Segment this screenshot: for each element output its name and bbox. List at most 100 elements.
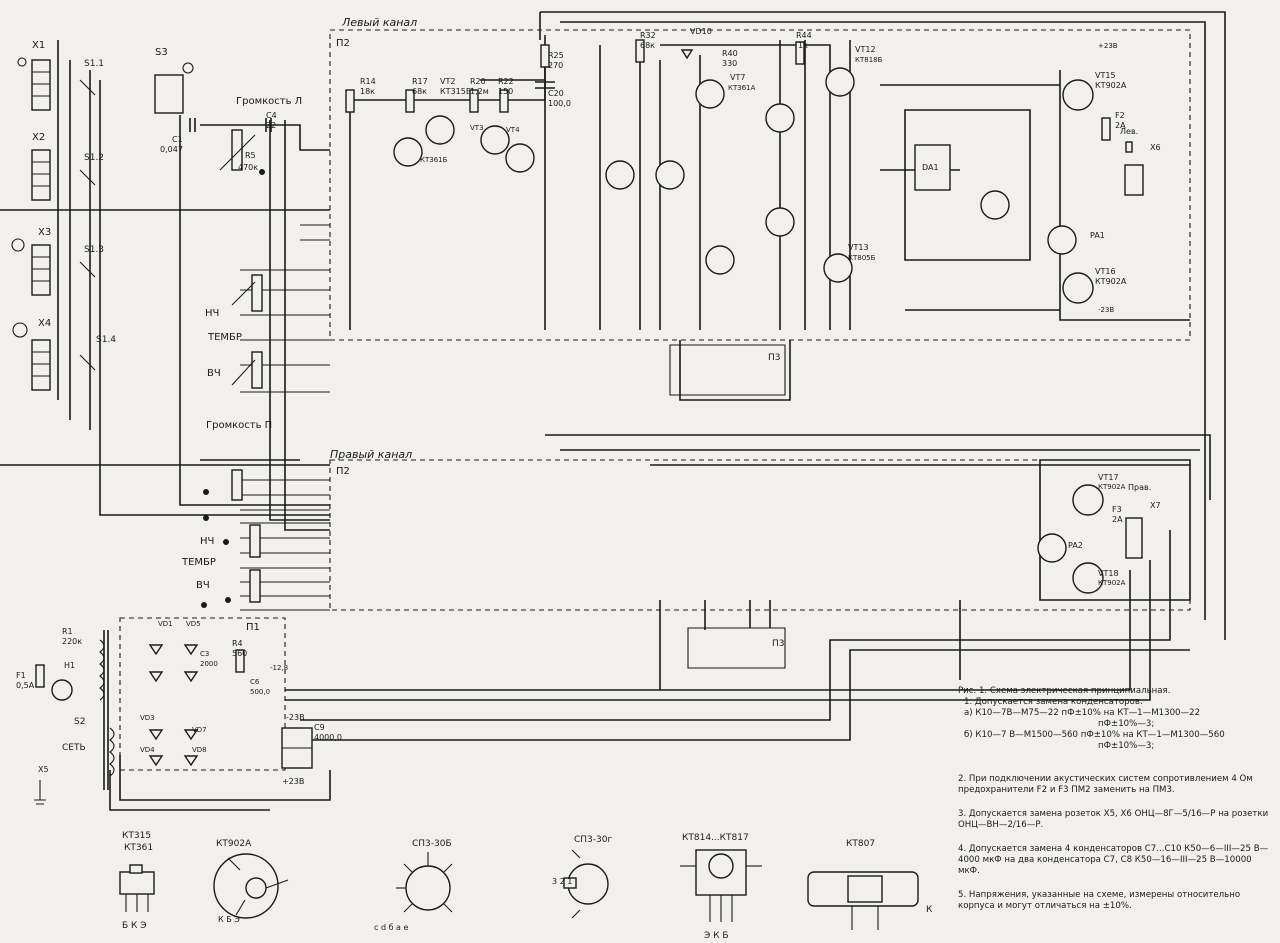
svg-text:VT18: VT18 (1098, 569, 1119, 578)
svg-text:КТ315Б: КТ315Б (440, 87, 471, 96)
svg-text:VD4: VD4 (140, 746, 155, 754)
svg-text:КТ361А: КТ361А (728, 84, 756, 92)
svg-text:КТ315: КТ315 (122, 831, 151, 841)
svg-text:VD5: VD5 (186, 620, 201, 628)
right-output-label: Прав. (1128, 483, 1151, 492)
svg-text:H1: H1 (64, 661, 75, 670)
connector-x1: X1 (17, 40, 51, 111)
svg-text:500,0: 500,0 (250, 688, 270, 696)
svg-text:22: 22 (266, 121, 276, 130)
power-supply: F1 0,5А R1 220к H1 VD1 VD5 VD3 VD7 VD4 V… (16, 620, 342, 805)
svg-text:КТ361Б: КТ361Б (420, 156, 448, 164)
left-output-label: Лев. (1120, 127, 1138, 136)
svg-text:PA2: PA2 (1068, 541, 1083, 550)
svg-text:СП3-30Б: СП3-30Б (412, 839, 452, 849)
svg-text:VD3: VD3 (140, 714, 155, 722)
svg-text:DA1: DA1 (922, 163, 939, 172)
svg-text:с d б a e: с d б a e (374, 923, 408, 932)
svg-text:R22: R22 (498, 77, 514, 86)
svg-text:КТ361: КТ361 (124, 843, 153, 853)
note-4: 4. Допускается замена 4 конденсаторов С7… (958, 844, 1269, 876)
svg-text:X7: X7 (1150, 501, 1161, 510)
pinout-kt814: КТ814...КТ817 Э К Б (680, 833, 762, 941)
svg-text:VT4: VT4 (506, 126, 520, 134)
svg-text:100,0: 100,0 (548, 99, 571, 108)
lf-bottom-label: НЧ (200, 536, 214, 547)
svg-text:X1: X1 (32, 40, 45, 51)
svg-text:1к: 1к (798, 41, 808, 50)
note-3: 3. Допускается замена розеток X5, X6 ОНЦ… (958, 809, 1269, 830)
connector-x4: X4 (12, 318, 51, 391)
svg-text:470к: 470к (238, 163, 258, 172)
board-p3-bottom: П3 (772, 639, 785, 649)
svg-text:R32: R32 (640, 31, 656, 40)
switch-s1-4-label: S1.4 (96, 335, 116, 345)
svg-text:+23В: +23В (282, 777, 304, 786)
svg-text:VT16: VT16 (1095, 267, 1116, 276)
switch-s1-2-label: S1.2 (84, 153, 104, 163)
tone-top-label: ТЕМБР (207, 332, 242, 343)
svg-text:C4: C4 (266, 111, 277, 120)
svg-text:К Б Э: К Б Э (218, 915, 240, 924)
wiring (0, 11, 1226, 811)
note-1b-cont: пФ±10%—3; (1098, 741, 1155, 751)
svg-text:0,047: 0,047 (160, 145, 183, 154)
svg-text:VT7: VT7 (730, 73, 745, 82)
potentiometers: R5 470к (201, 129, 265, 608)
svg-text:R44: R44 (796, 31, 812, 40)
svg-text:VD7: VD7 (192, 726, 207, 734)
svg-text:3 2 1: 3 2 1 (552, 877, 572, 886)
svg-text:2000: 2000 (200, 660, 218, 668)
switch-s1-3-label: S1.3 (84, 245, 104, 255)
svg-text:330: 330 (722, 59, 737, 68)
volume-left-label: Громкость Л (236, 96, 302, 107)
svg-text:R20: R20 (470, 77, 486, 86)
tone-bottom-label: ТЕМБР (181, 557, 216, 568)
svg-text:VT2: VT2 (440, 77, 455, 86)
svg-text:R17: R17 (412, 77, 428, 86)
note-1a-cont: пФ±10%—3; (1098, 719, 1155, 729)
svg-text:150: 150 (498, 87, 513, 96)
pinout-sp3-30b: СП3-30Б с d б a e (374, 839, 453, 932)
svg-text:КТ902А: КТ902А (1095, 81, 1127, 90)
svg-text:270: 270 (548, 61, 563, 70)
svg-text:R25: R25 (548, 51, 564, 60)
svg-text:C20: C20 (548, 89, 564, 98)
svg-text:R4: R4 (232, 639, 243, 648)
svg-text:VD10: VD10 (690, 27, 712, 36)
svg-text:R14: R14 (360, 77, 376, 86)
svg-text:Б К Э: Б К Э (122, 921, 147, 931)
figure-caption: Рис. 1. Схема электрическая принципиальн… (958, 686, 1171, 696)
switch-s3-label: S3 (155, 47, 168, 58)
svg-text:К: К (926, 905, 933, 915)
note-1b: б) К10—7 В—М1500—560 пФ±10% на КТ—1—М130… (964, 730, 1225, 740)
pinout-kt315: КТ315 КТ361 Б К Э (119, 831, 155, 931)
svg-text:F1: F1 (16, 671, 26, 680)
svg-text:X3: X3 (38, 227, 51, 238)
svg-text:КТ805Б: КТ805Б (848, 254, 876, 262)
svg-text:+23В: +23В (1098, 42, 1118, 50)
svg-text:КТ807: КТ807 (846, 839, 875, 849)
svg-text:2А: 2А (1115, 121, 1126, 130)
svg-text:VT13: VT13 (848, 243, 869, 252)
svg-text:VT12: VT12 (855, 45, 876, 54)
svg-text:СП3-30г: СП3-30г (574, 835, 612, 845)
board-p3-top: П3 (768, 353, 781, 363)
svg-text:R1: R1 (62, 627, 73, 636)
svg-text:0,5А: 0,5А (16, 681, 35, 690)
svg-text:VT15: VT15 (1095, 71, 1116, 80)
svg-text:КТ902А: КТ902А (1098, 579, 1126, 587)
svg-text:4000,0: 4000,0 (314, 733, 342, 742)
svg-text:VT17: VT17 (1098, 473, 1119, 482)
svg-text:C3: C3 (200, 650, 209, 658)
left-channel-components: R14 18к R17 68к VT2 КТ315Б R20 1,2м R22 … (160, 44, 571, 173)
svg-text:X5: X5 (38, 765, 49, 774)
svg-text:КТ902А: КТ902А (216, 839, 252, 849)
svg-text:560: 560 (232, 649, 247, 658)
volume-right-label: Громкость П (206, 420, 272, 431)
svg-text:КТ814...КТ817: КТ814...КТ817 (682, 833, 749, 843)
svg-text:-23В: -23В (286, 713, 305, 722)
connector-x3: X3 (11, 227, 51, 296)
svg-text:КТ902А: КТ902А (1095, 277, 1127, 286)
